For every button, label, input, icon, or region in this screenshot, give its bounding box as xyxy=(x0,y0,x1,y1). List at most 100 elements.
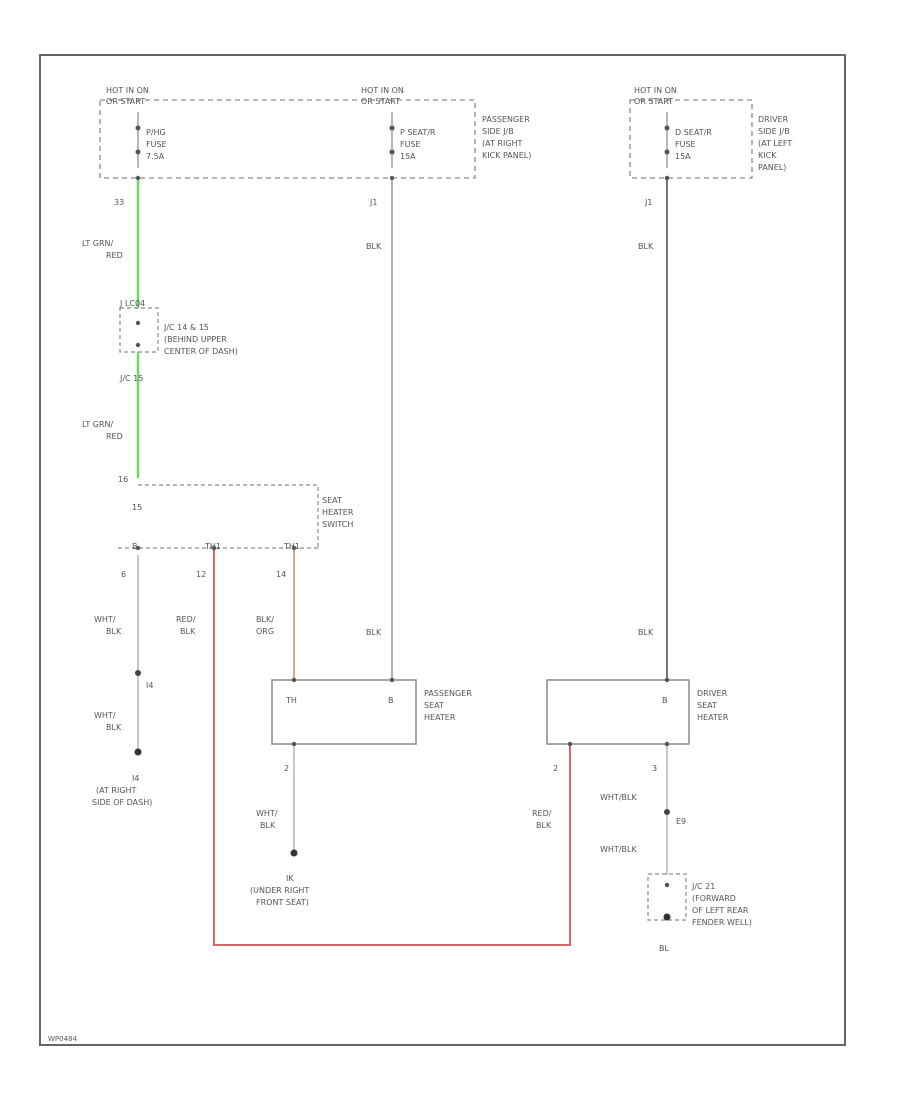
fuse-right xyxy=(664,112,670,168)
driver-heater-pin-right: 3 xyxy=(652,764,657,773)
fuse-left xyxy=(135,112,141,168)
driver-jc-dot xyxy=(663,913,671,921)
fuse-right-name: D SEAT/R xyxy=(675,128,712,137)
wire-label-wht-blk-drv-1: WHT/BLK xyxy=(600,793,637,802)
junction-line-2: (BEHIND UPPER xyxy=(164,335,227,344)
right-or-start: OR START xyxy=(634,97,673,106)
fuse-box-right xyxy=(629,99,753,179)
fuse-left-name: P/HG xyxy=(146,128,166,137)
junction-line-1: J/C 14 & 15 xyxy=(163,323,209,332)
passenger-heater-term-th: TH xyxy=(285,696,297,705)
junction-pin-2 xyxy=(135,342,141,348)
fuse-right-word: FUSE xyxy=(675,140,696,149)
passenger-heater-line-1: PASSENGER xyxy=(424,689,472,698)
pin-dot-switch-b xyxy=(135,545,141,551)
left-ground-id: I4 xyxy=(132,774,139,783)
driver-heater-line-3: HEATER xyxy=(697,713,729,722)
pin-dot-right-fuse-out xyxy=(664,175,670,181)
passenger-heater-box xyxy=(271,679,417,745)
driver-heater-line-1: DRIVER xyxy=(697,689,728,698)
driver-jc-line-3: OF LEFT REAR xyxy=(692,906,749,915)
pin-dot-drv-b xyxy=(664,677,670,683)
pin-dot-switch-th-mid xyxy=(211,545,217,551)
wire-label-lt-grn-red-1b: RED xyxy=(106,251,123,260)
right-jb-line-3: (AT LEFT xyxy=(758,139,792,148)
wire-label-wht-blk-pass-b: BLK xyxy=(260,821,276,830)
passenger-heater-pin-bottom: 2 xyxy=(284,764,289,773)
seat-switch-line-3: SWITCH xyxy=(322,520,353,529)
wire-label-wht-blk-pass-a: WHT/ xyxy=(256,809,278,818)
pin-dot-mid-fuse-out xyxy=(389,175,395,181)
left-hot-in: HOT IN ON xyxy=(106,86,149,95)
passenger-ground-id: IK xyxy=(286,874,294,883)
pin-dot-pass-bottom xyxy=(291,741,297,747)
fuse-middle-name: P SEAT/R xyxy=(400,128,436,137)
pin-dot-drv-right xyxy=(664,741,670,747)
pin-dot-switch-th-right xyxy=(291,545,297,551)
seat-switch-pin-3: 14 xyxy=(276,570,286,579)
seat-switch-pin-2: 12 xyxy=(196,570,206,579)
driver-ground-id: BL xyxy=(659,944,669,953)
middle-jb-line-4: KICK PANEL) xyxy=(482,151,531,160)
left-ground-line-2: SIDE OF DASH) xyxy=(92,798,152,807)
wire-label-wht-blk-2b: BLK xyxy=(106,723,122,732)
right-pin-out: J1 xyxy=(644,198,652,207)
passenger-heater-line-3: HEATER xyxy=(424,713,456,722)
seat-switch-term-left: B xyxy=(132,542,138,551)
seat-switch-box-top xyxy=(138,484,319,548)
driver-heater-term-b: B xyxy=(662,696,668,705)
wire-label-blk-right-top: BLK xyxy=(638,242,654,251)
driver-jc-pin-1 xyxy=(664,882,670,888)
passenger-ground-line-1: (UNDER RIGHT xyxy=(250,886,309,895)
middle-or-start: OR START xyxy=(361,97,400,106)
seat-switch-line-1: SEAT xyxy=(322,496,342,505)
left-ground-dot xyxy=(134,748,142,756)
wire-label-wht-blk-1b: BLK xyxy=(106,627,122,636)
seat-switch-pin-top: 16 xyxy=(118,475,128,484)
diagram-frame xyxy=(39,54,846,1046)
middle-jb-line-1: PASSENGER xyxy=(482,115,530,124)
wire-label-wht-blk-2a: WHT/ xyxy=(94,711,116,720)
driver-jc-box xyxy=(647,873,687,921)
junction-connector-top: J LC04 xyxy=(119,299,145,308)
right-hot-in: HOT IN ON xyxy=(634,86,677,95)
wire-label-red-blk-drv-a: RED/ xyxy=(532,809,552,818)
wire-label-blk-org-b: ORG xyxy=(256,627,274,636)
passenger-ground-line-2: FRONT SEAT) xyxy=(256,898,309,907)
driver-jc-line-2: (FORWARD xyxy=(692,894,736,903)
fuse-middle-amp: 15A xyxy=(400,152,416,161)
middle-hot-in: HOT IN ON xyxy=(361,86,404,95)
pin-dot-pass-th xyxy=(291,677,297,683)
driver-heater-pin-left: 2 xyxy=(553,764,558,773)
driver-jc-line-1: J/C 21 xyxy=(691,882,715,891)
left-or-start: OR START xyxy=(106,97,145,106)
left-ground-line-1: (AT RIGHT xyxy=(96,786,137,795)
pin-dot-left-fuse-out xyxy=(135,175,141,181)
right-jb-line-5: PANEL) xyxy=(758,163,786,172)
seat-switch-pin-1: 6 xyxy=(121,570,126,579)
wire-label-lt-grn-red-2b: RED xyxy=(106,432,123,441)
figure-id: WP0484 xyxy=(48,1035,78,1043)
wire-label-blk-middle-top: BLK xyxy=(366,242,382,251)
seat-switch-line-2: HEATER xyxy=(322,508,354,517)
right-jb-line-4: KICK xyxy=(758,151,777,160)
wire-label-red-blk-drv-b: BLK xyxy=(536,821,552,830)
right-jb-line-1: DRIVER xyxy=(758,115,789,124)
wire-label-red-blk-sw-a: RED/ xyxy=(176,615,196,624)
wire-label-lt-grn-red-2a: LT GRN/ xyxy=(82,420,114,429)
wire-label-red-blk-sw-b: BLK xyxy=(180,627,196,636)
wire-label-blk-right-bottom: BLK xyxy=(638,628,654,637)
wire-label-blk-middle-bottom: BLK xyxy=(366,628,382,637)
right-jb-line-2: SIDE J/B xyxy=(758,127,790,136)
driver-jc-line-4: FENDER WELL) xyxy=(692,918,752,927)
driver-splice-label: E9 xyxy=(676,817,686,826)
wire-label-blk-org-a: BLK/ xyxy=(256,615,274,624)
wire-label-lt-grn-red-1a: LT GRN/ xyxy=(82,239,114,248)
middle-pin-out: J1 xyxy=(369,198,377,207)
left-pin-out: 33 xyxy=(114,198,124,207)
junction-pin-bottom: J/C 15 xyxy=(119,374,143,383)
pin-dot-pass-b xyxy=(389,677,395,683)
driver-heater-line-2: SEAT xyxy=(697,701,717,710)
fuse-middle xyxy=(389,112,395,168)
